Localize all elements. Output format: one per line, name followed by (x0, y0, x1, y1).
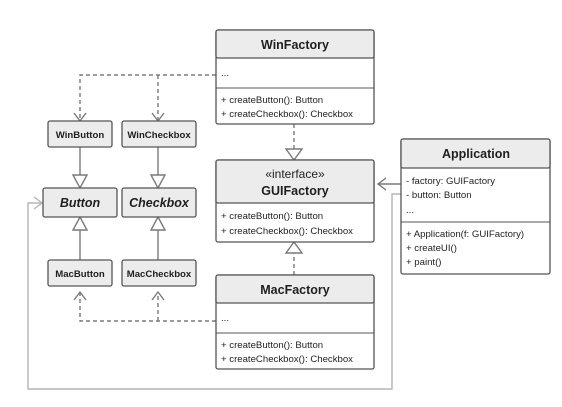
arrowhead-guifactory (376, 177, 387, 191)
application-class: Application - factory: GUIFactory - butt… (400, 138, 551, 275)
guifactory-interface: «interface» GUIFactory + createButton():… (215, 159, 375, 243)
guifactory-method: + createButton(): Button (221, 211, 323, 222)
macfactory-fields: ... (221, 313, 229, 324)
macfactory-class: MacFactory ... + createButton(): Button … (215, 274, 375, 370)
winfactory-name: WinFactory (261, 38, 329, 52)
winfactory-method: + createCheckbox(): Checkbox (221, 109, 353, 120)
realization-triangle-bottom (284, 240, 304, 254)
application-name: Application (442, 147, 510, 161)
macbutton-box (47, 259, 113, 287)
triangle-button-top (71, 174, 89, 190)
checkbox-interface: Checkbox (121, 187, 197, 218)
macbutton-name: MacButton (55, 269, 105, 280)
arrowhead-macbutton (73, 290, 87, 301)
dependency-macfactory-to-macbutton (79, 293, 216, 322)
winfactory-class: WinFactory ... + createButton(): Button … (215, 29, 375, 125)
button-box (42, 187, 118, 218)
triangle-checkbox-top (149, 174, 167, 190)
application-method: + createUI() (406, 243, 457, 254)
macfactory-header (215, 274, 375, 304)
realization-triangle-top (284, 148, 304, 162)
macbutton-class: MacButton (47, 259, 113, 287)
macfactory-name: MacFactory (260, 283, 330, 297)
guifactory-header (215, 159, 375, 204)
application-method: + paint() (406, 257, 441, 268)
application-field: ... (406, 205, 414, 216)
button-interface: Button (42, 187, 118, 218)
arrowhead-maccheckbox (151, 290, 165, 301)
association-application-to-button (27, 193, 401, 390)
application-field: - button: Button (406, 190, 472, 201)
winbutton-name: WinButton (56, 130, 105, 141)
guifactory-name: GUIFactory (261, 184, 328, 198)
winbutton-box (47, 120, 113, 148)
triangle-button-bottom (71, 215, 89, 231)
button-name: Button (60, 196, 101, 210)
wincheckbox-box (121, 120, 197, 148)
maccheckbox-box (121, 259, 197, 287)
wincheckbox-class: WinCheckbox (121, 120, 197, 148)
application-header (400, 138, 551, 169)
winfactory-header (215, 29, 375, 59)
triangle-checkbox-bottom (149, 215, 167, 231)
guifactory-stereotype: «interface» (265, 167, 325, 181)
checkbox-name: Checkbox (129, 196, 190, 210)
dependency-winfactory-to-winbutton (79, 74, 216, 120)
maccheckbox-class: MacCheckbox (121, 259, 197, 287)
macfactory-method: + createCheckbox(): Checkbox (221, 354, 353, 365)
application-method: + Application(f: GUIFactory) (406, 229, 524, 240)
guifactory-method: + createCheckbox(): Checkbox (221, 226, 353, 237)
wincheckbox-name: WinCheckbox (127, 130, 191, 141)
winfactory-method: + createButton(): Button (221, 95, 323, 106)
winfactory-fields: ... (221, 68, 229, 79)
checkbox-box (121, 187, 197, 218)
arrowhead-button (33, 196, 44, 210)
maccheckbox-name: MacCheckbox (127, 269, 192, 280)
winbutton-class: WinButton (47, 120, 113, 148)
macfactory-method: + createButton(): Button (221, 340, 323, 351)
application-field: - factory: GUIFactory (406, 176, 495, 187)
